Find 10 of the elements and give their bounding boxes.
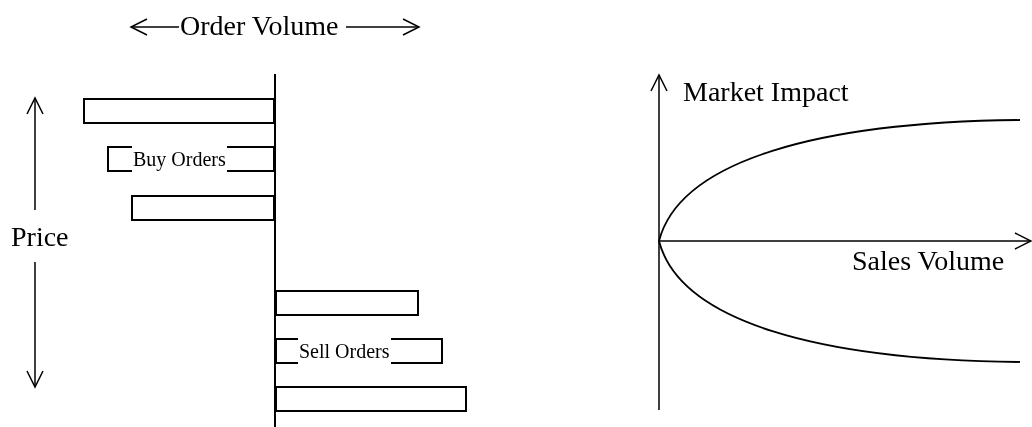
axis-label: Price bbox=[11, 221, 69, 253]
order-bar bbox=[275, 386, 467, 412]
bar-label: Buy Orders bbox=[132, 145, 227, 173]
axis-label: Sales Volume bbox=[852, 245, 1005, 277]
axis-label: Order Volume bbox=[180, 10, 339, 42]
axis-label: Market Impact bbox=[683, 76, 849, 108]
order-bar bbox=[83, 98, 275, 124]
order-bar bbox=[131, 195, 275, 221]
order-bar bbox=[275, 290, 419, 316]
bar-label: Sell Orders bbox=[298, 337, 391, 365]
